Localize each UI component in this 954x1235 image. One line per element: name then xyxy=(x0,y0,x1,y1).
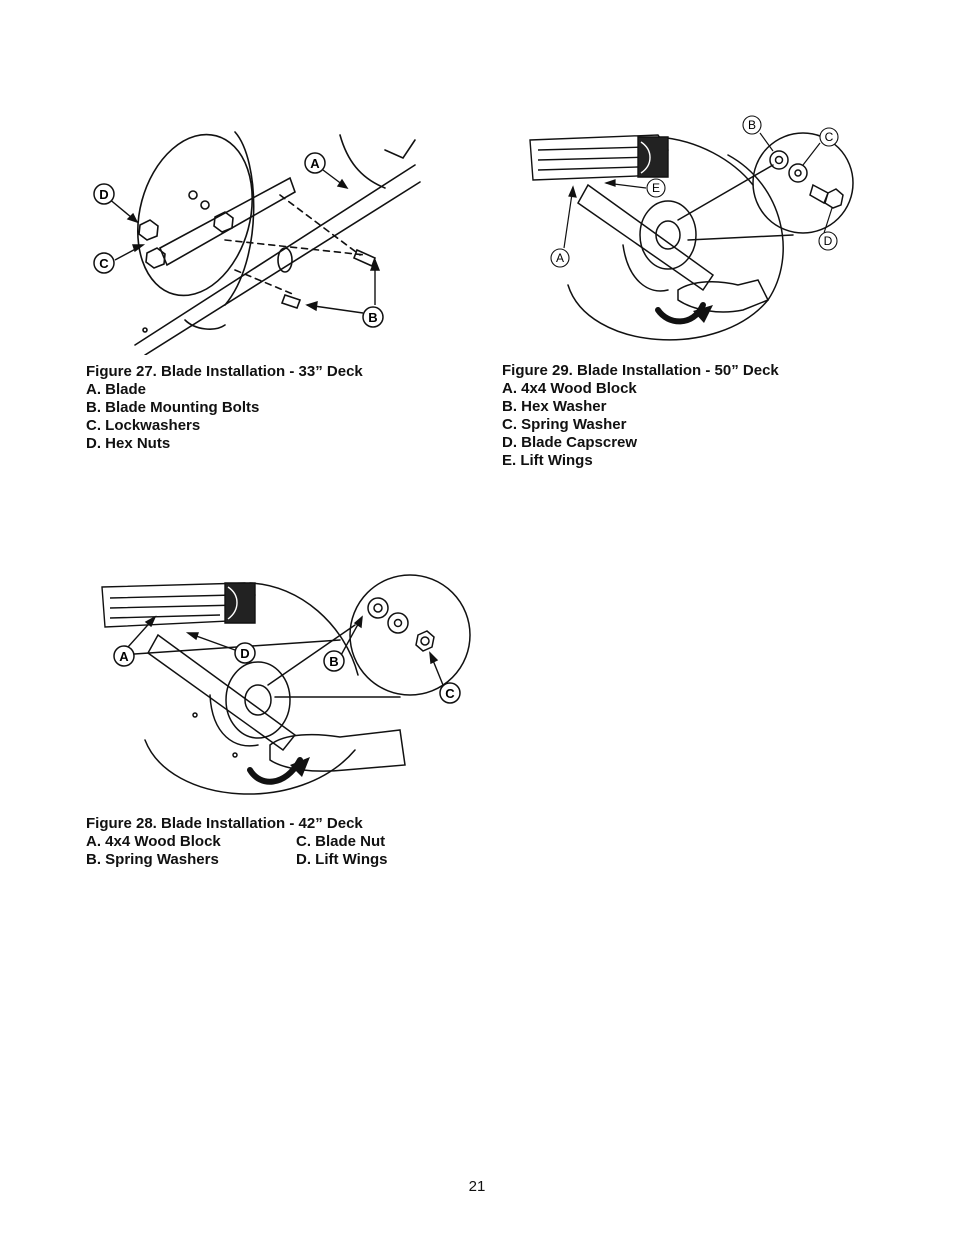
figure-27-item-a: A. Blade xyxy=(86,381,147,398)
figure-27-title: Figure 27. Blade Installation - 33” Deck xyxy=(86,363,363,380)
figure-27-item-b: B. Blade Mounting Bolts xyxy=(86,399,260,416)
callout-b: B xyxy=(748,118,756,132)
callout-a: A xyxy=(119,649,129,664)
callout-b: B xyxy=(368,310,377,325)
figure-28-item-c: C. Blade Nut xyxy=(296,833,386,850)
figure-29-item-e: E. Lift Wings xyxy=(502,452,593,469)
figure-28-item-b: B. Spring Washers xyxy=(86,851,219,868)
figure-29-item-d: D. Blade Capscrew xyxy=(502,434,638,451)
figure-28-item-d: D. Lift Wings xyxy=(296,851,388,868)
callout-b: B xyxy=(329,654,338,669)
figure-28-caption: Figure 28. Blade Installation - 42” Deck… xyxy=(86,815,506,869)
figure-29-caption: Figure 29. Blade Installation - 50” Deck… xyxy=(502,362,779,470)
figure-29-item-a: A. 4x4 Wood Block xyxy=(502,380,637,397)
callout-d: D xyxy=(99,187,108,202)
callout-a: A xyxy=(556,251,564,265)
figure-29-illustration: A B C D E xyxy=(528,115,858,360)
figure-28-title: Figure 28. Blade Installation - 42” Deck xyxy=(86,815,363,832)
figure-27-item-d: D. Hex Nuts xyxy=(86,435,171,452)
figure-28-item-a: A. 4x4 Wood Block xyxy=(86,833,221,850)
callout-e: E xyxy=(652,181,660,195)
figure-29-title: Figure 29. Blade Installation - 50” Deck xyxy=(502,362,779,379)
callout-c: C xyxy=(825,130,834,144)
callout-d: D xyxy=(240,646,249,661)
page-number: 21 xyxy=(468,1178,486,1195)
callout-a: A xyxy=(310,156,320,171)
figure-28-illustration: A B C D xyxy=(100,565,475,810)
figure-27-caption: Figure 27. Blade Installation - 33” Deck… xyxy=(86,363,363,453)
callout-c: C xyxy=(445,686,455,701)
figure-27-illustration: A B C D xyxy=(85,120,425,355)
callout-d: D xyxy=(824,234,833,248)
figure-29-item-b: B. Hex Washer xyxy=(502,398,607,415)
figure-27-item-c: C. Lockwashers xyxy=(86,417,201,434)
figure-29-item-c: C. Spring Washer xyxy=(502,416,627,433)
callout-c: C xyxy=(99,256,109,271)
